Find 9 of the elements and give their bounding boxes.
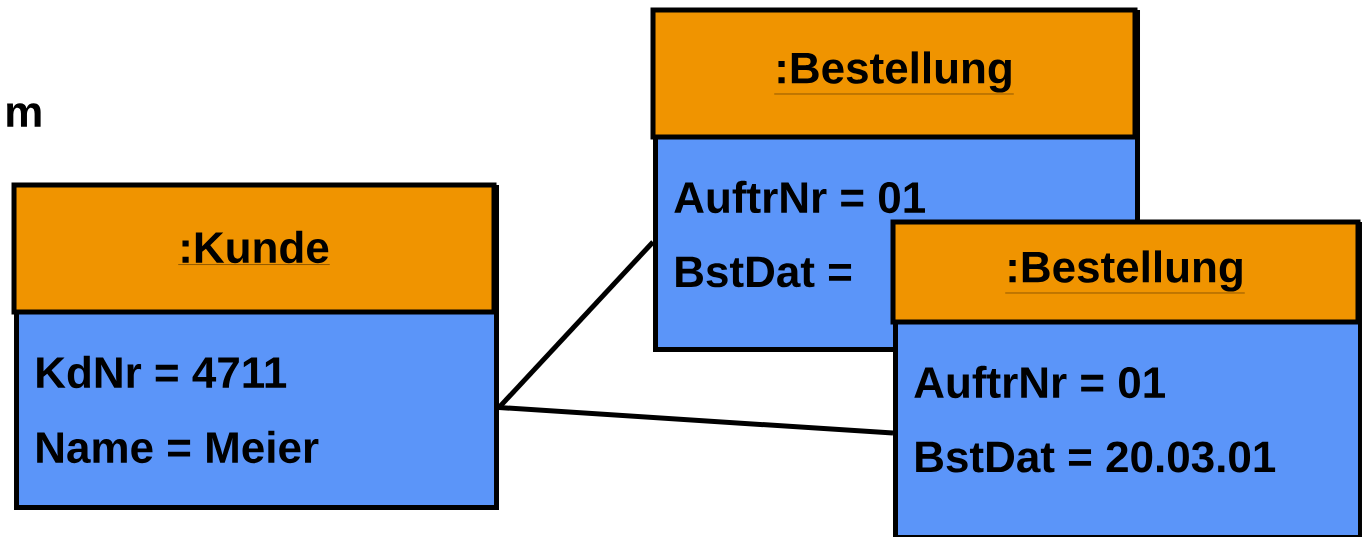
attribute-text: KdNr = 4711 [37, 355, 287, 389]
attribute-text: BstDat = [676, 256, 852, 288]
attribute-text: AuftrNr = 01 [674, 180, 925, 214]
connector-line [498, 405, 894, 436]
class-name: :Bestellung [774, 51, 1014, 95]
class-name: :Kunde [178, 230, 330, 265]
connector-line [497, 240, 655, 410]
attribute-text: Name = Meier [37, 430, 319, 464]
heading-text: m [7, 103, 41, 127]
